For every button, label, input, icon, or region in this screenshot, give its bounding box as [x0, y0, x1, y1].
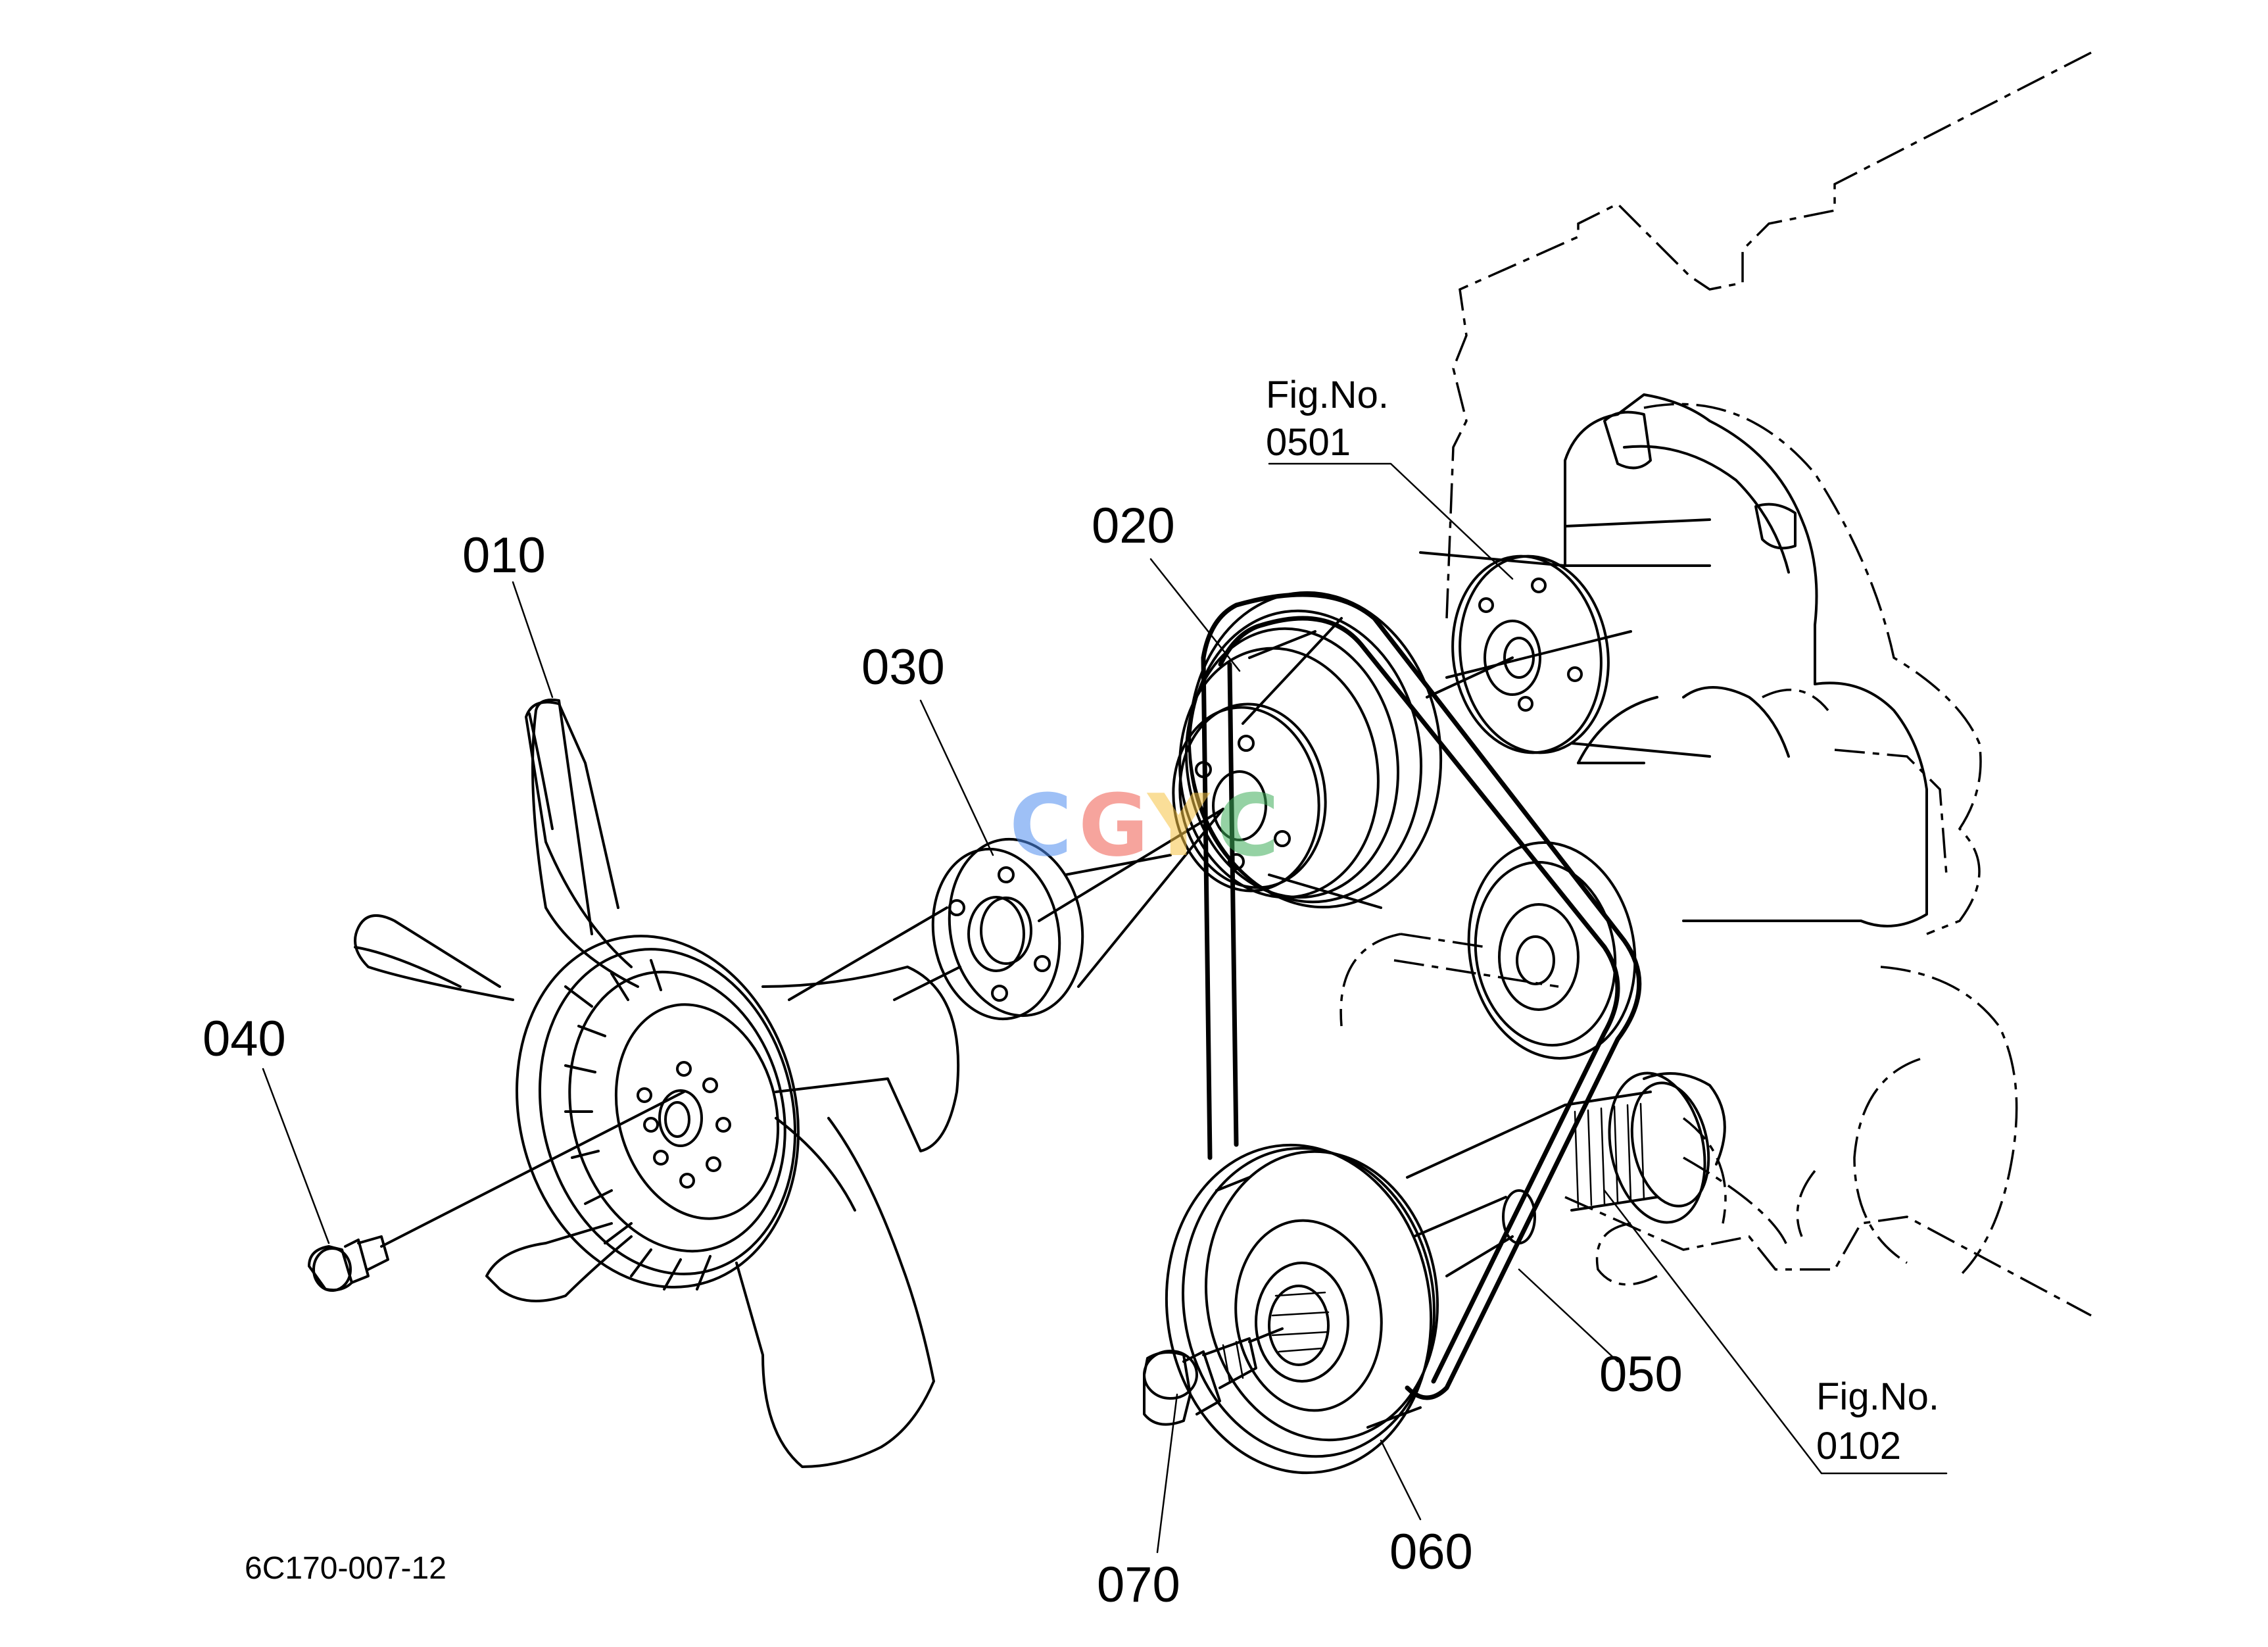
watermark-letter-2: G — [1078, 775, 1149, 875]
cooling-fan — [354, 699, 960, 1468]
label-010: 010 — [462, 528, 546, 583]
v-belt — [1201, 592, 1642, 1400]
part-labels: 010 020 030 040 050 060 070 — [203, 498, 1683, 1613]
spacer — [931, 808, 1224, 1021]
label-030: 030 — [861, 639, 945, 695]
label-060: 060 — [1389, 1524, 1473, 1580]
fig-ref-0501-title: Fig.No. — [1266, 374, 1389, 416]
engine-front-housing — [1419, 393, 1928, 1166]
label-050: 050 — [1599, 1346, 1683, 1402]
fig-ref-0501: Fig.No. 0501 — [1266, 374, 1389, 464]
drawing-id: 6C170-007-12 — [245, 1551, 446, 1586]
label-020: 020 — [1092, 498, 1175, 554]
idler-pulley — [1400, 841, 1637, 1060]
label-040: 040 — [203, 1011, 286, 1067]
crank-pulley — [1165, 1143, 1439, 1475]
watermark-letter-3: Y — [1146, 775, 1211, 875]
label-070: 070 — [1097, 1557, 1180, 1613]
fan-pulley — [1172, 591, 1443, 909]
watermark-letter-4: C — [1217, 775, 1279, 875]
engine-phantom-outline — [1339, 51, 2092, 1317]
fig-ref-0501-number: 0501 — [1266, 421, 1351, 464]
fig-ref-0102-number: 0102 — [1816, 1425, 1901, 1467]
fan-bolt — [308, 1235, 389, 1292]
fan-drive-flange — [1451, 554, 1711, 758]
leader-lines — [262, 462, 1948, 1554]
crank-bolt — [1143, 1327, 1284, 1426]
watermark-letter-1: C — [1009, 775, 1072, 875]
watermark-logo: C G Y C — [1009, 775, 1279, 875]
fig-ref-0102-title: Fig.No. — [1816, 1375, 1939, 1418]
assembly-axes — [380, 630, 1566, 1248]
fig-ref-0102: Fig.No. 0102 — [1816, 1375, 1939, 1467]
